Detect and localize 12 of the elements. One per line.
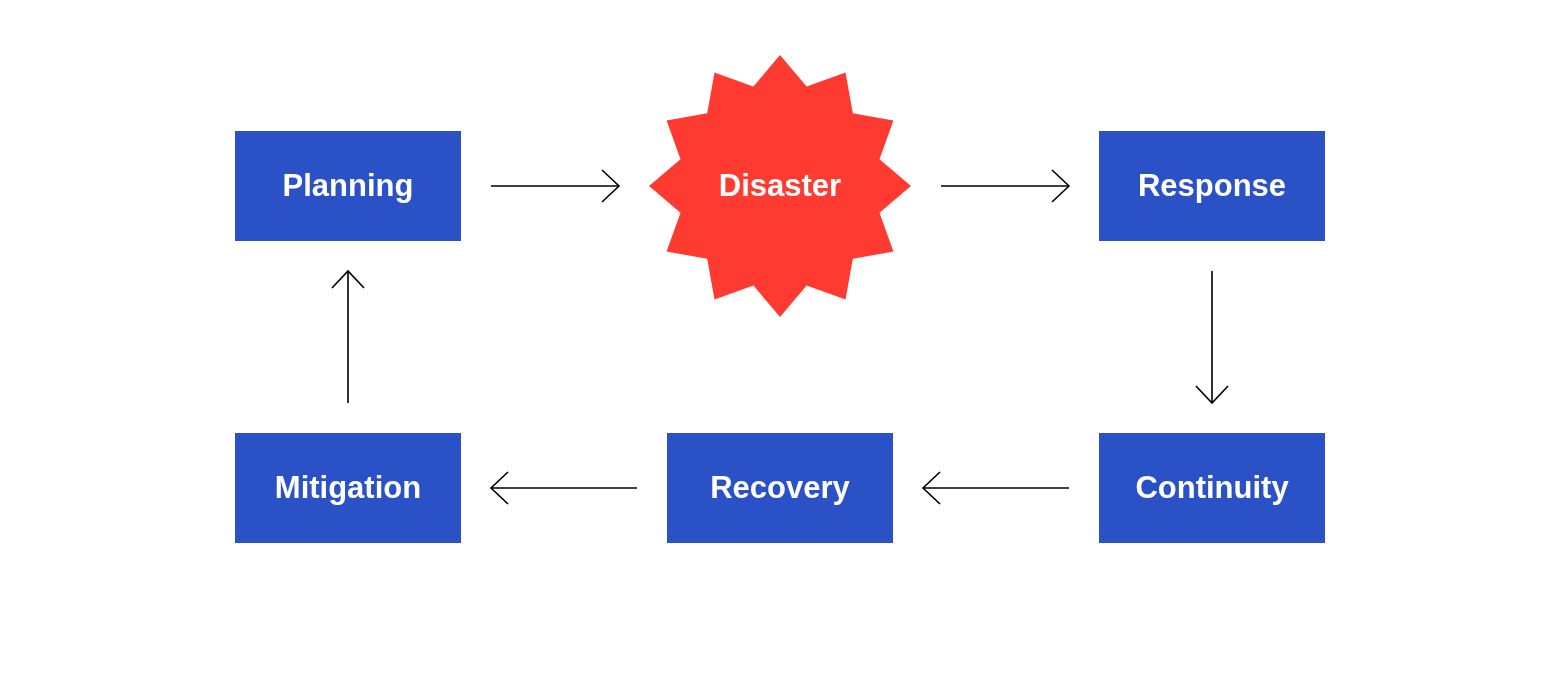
- arrow: [490, 471, 638, 505]
- arrow: [1195, 270, 1229, 404]
- arrow: [490, 169, 620, 203]
- process-box: Mitigation: [235, 433, 461, 543]
- process-box: Recovery: [667, 433, 893, 543]
- arrow: [922, 471, 1070, 505]
- process-box: Planning: [235, 131, 461, 241]
- arrow: [940, 169, 1070, 203]
- node-label: Disaster: [718, 166, 842, 205]
- process-box: Continuity: [1099, 433, 1325, 543]
- arrow: [331, 270, 365, 404]
- process-box: Response: [1099, 131, 1325, 241]
